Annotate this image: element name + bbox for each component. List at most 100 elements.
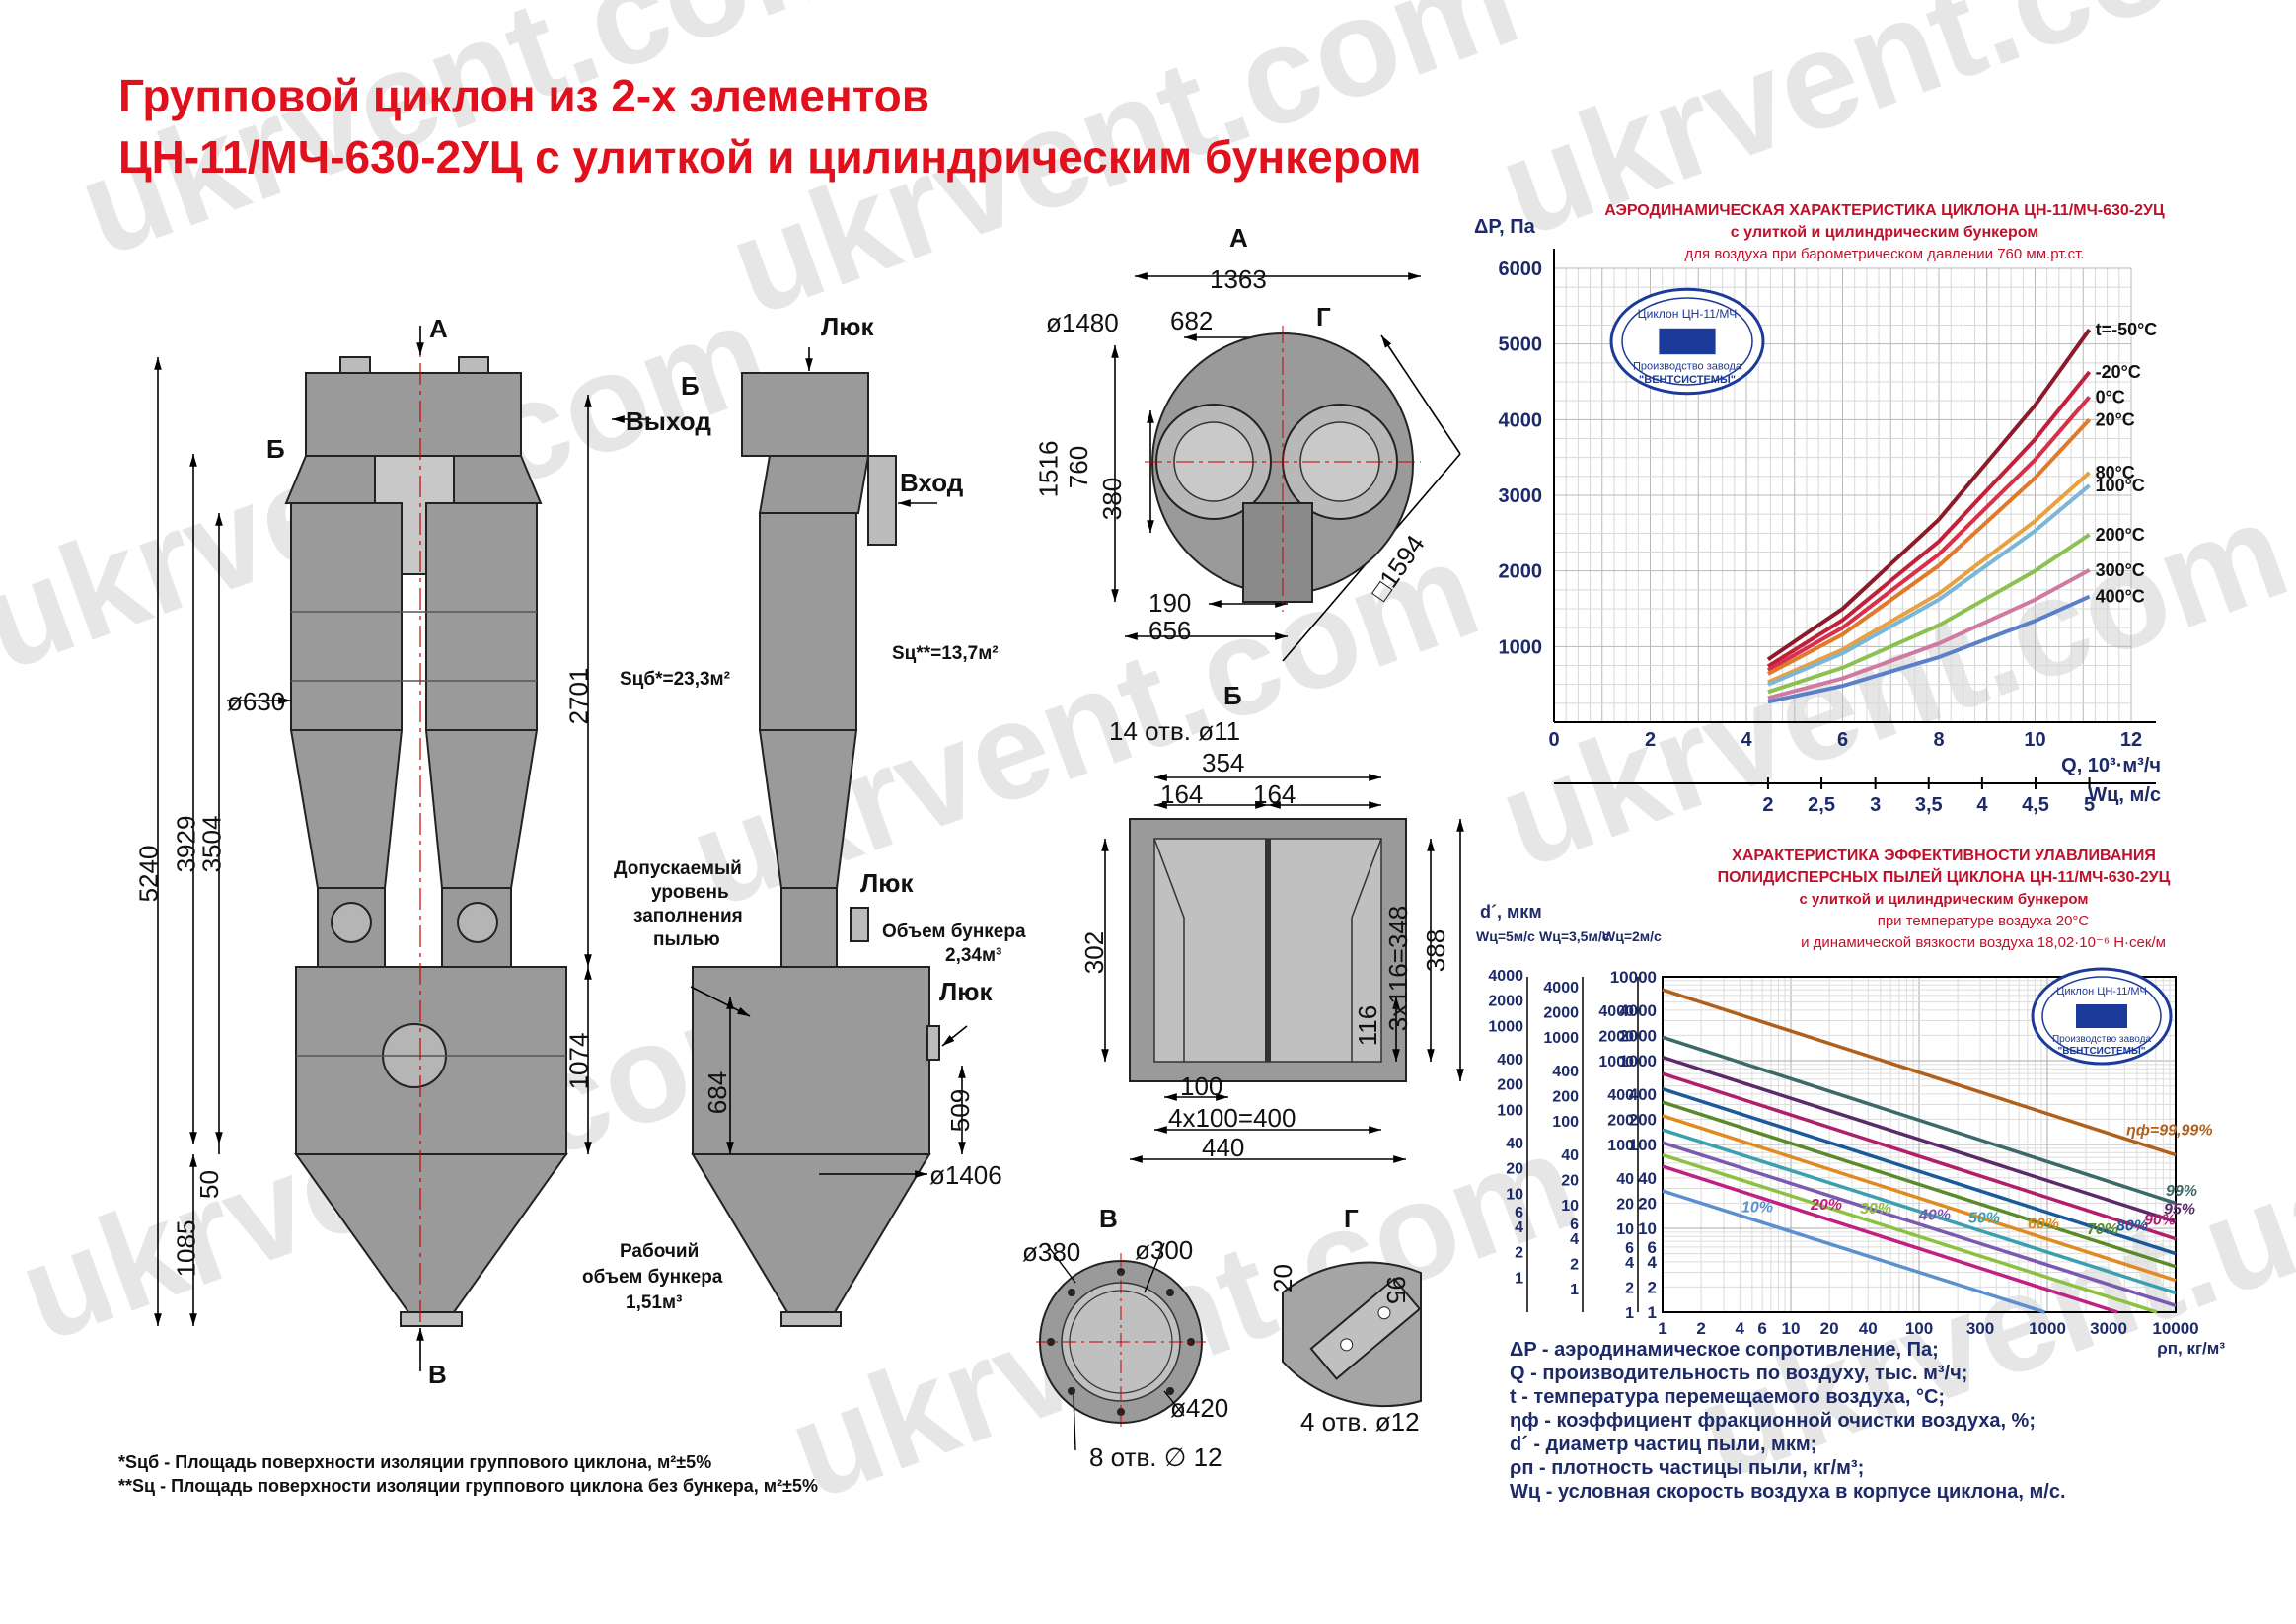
hatch-top-label: Люк xyxy=(821,312,874,341)
stamp-text: Производство завода xyxy=(2052,1034,2152,1045)
legend-line: ΔP - аэродинамическое сопротивление, Па; xyxy=(1510,1339,1939,1361)
series-label: 90% xyxy=(2144,1212,2176,1228)
aerodynamic-chart: АЭРОДИНАМИЧЕСКАЯ ХАРАКТЕРИСТИКА ЦИКЛОНА … xyxy=(1474,202,2165,816)
y-group-tick-label: 10 xyxy=(1561,1198,1579,1215)
series-line xyxy=(1662,1100,2177,1269)
series-label: 400°C xyxy=(2096,587,2145,607)
series-label: 40% xyxy=(1918,1208,1951,1224)
y-group-tick-label: 2000 xyxy=(1598,1028,1634,1045)
dim-diameter-380: ø380 xyxy=(1022,1237,1081,1267)
dim-1516: 1516 xyxy=(1033,440,1064,498)
x-tick-label: 40 xyxy=(1859,1319,1878,1338)
series-label: 100°C xyxy=(2096,476,2145,495)
view-a-arrow-label: А xyxy=(429,314,448,343)
x-tick-label: 20 xyxy=(1820,1319,1839,1338)
stamp-text: Циклон ЦН-11/МЧ xyxy=(2056,986,2147,997)
legend-line: t - температура перемещаемого воздуха, °… xyxy=(1510,1386,1946,1408)
dim-380: 380 xyxy=(1097,477,1128,521)
stamp-text: Циклон ЦН-11/МЧ xyxy=(1638,307,1738,321)
dim-440: 440 xyxy=(1202,1133,1245,1162)
y-tick-label: 1 xyxy=(1648,1303,1657,1322)
stamp-emblem xyxy=(1659,328,1716,355)
series-line xyxy=(1662,988,2177,1157)
series-line xyxy=(1767,417,2092,676)
series-line xyxy=(1662,1141,2177,1307)
dim-4x100: 4x100=400 xyxy=(1168,1103,1296,1133)
chart-legend: ΔP - аэродинамическое сопротивление, Па;… xyxy=(1510,1338,2066,1504)
factory-stamp: Циклон ЦН-11/МЧ Производство завода"ВЕНТС… xyxy=(2031,967,2173,1066)
view-a-title: А xyxy=(1229,223,1248,253)
dim-164-right: 164 xyxy=(1253,779,1296,809)
series-label: 200°C xyxy=(2096,525,2145,545)
view-v-title: В xyxy=(1099,1204,1118,1233)
dim-682: 682 xyxy=(1170,306,1214,335)
x2-tick-label: 2,5 xyxy=(1808,794,1835,816)
x2-tick-label: 5 xyxy=(2084,794,2095,816)
series-line xyxy=(1662,1071,2177,1241)
chart-title: АЭРОДИНАМИЧЕСКАЯ ХАРАКТЕРИСТИКА ЦИКЛОНА … xyxy=(1604,202,2165,219)
series-label: 10% xyxy=(1741,1199,1773,1216)
series-line xyxy=(1767,568,2091,701)
x-tick-label: 1 xyxy=(1658,1319,1666,1338)
y-axis-group-label: Wц=5м/с xyxy=(1476,928,1535,944)
x-tick-label: 10 xyxy=(1782,1319,1801,1338)
y-group-tick-label: 4 xyxy=(1625,1255,1634,1272)
y-group-tick-label: 4 xyxy=(1570,1231,1579,1248)
dim-diameter-1406: ø1406 xyxy=(929,1160,1002,1190)
chart-title: ХАРАКТЕРИСТИКА ЭФФЕКТИВНОСТИ УЛАВЛИВАНИЯ xyxy=(1732,848,2156,864)
y-group-tick-label: 400 xyxy=(1607,1087,1634,1104)
y-group-tick-label: 6 xyxy=(1515,1205,1523,1221)
dim-95: 95 xyxy=(1380,1276,1411,1304)
series-line xyxy=(1767,483,2091,687)
series-line xyxy=(1662,1055,2177,1223)
bunker-volume-note-2: 2,34м³ xyxy=(945,945,1002,966)
x-tick-label: 4 xyxy=(1741,729,1752,751)
y-tick-label: 6000 xyxy=(1499,258,1543,280)
series-line xyxy=(1662,1164,2118,1314)
y-tick-label: 40 xyxy=(1638,1169,1657,1188)
series-label: t=-50°C xyxy=(2096,320,2158,339)
dim-diameter-1480: ø1480 xyxy=(1046,308,1119,337)
dim-684: 684 xyxy=(703,1070,733,1115)
view-g-title: Г xyxy=(1344,1204,1359,1233)
cyclone-elevation-views xyxy=(154,326,968,1371)
y-group-tick-label: 1000 xyxy=(1598,1054,1634,1070)
y-tick-label: 3000 xyxy=(1499,485,1543,507)
surface-area-full: Sцб*=23,3м² xyxy=(620,669,730,690)
y-group-tick-label: 100 xyxy=(1497,1102,1523,1119)
y-group-tick-label: 4000 xyxy=(1598,1003,1634,1020)
fill-level-note-2: уровень xyxy=(651,882,729,903)
y-tick-label: 400 xyxy=(1629,1085,1657,1104)
y-tick-label: 10 xyxy=(1638,1219,1657,1238)
series-line xyxy=(1767,471,2091,685)
flange-g-view xyxy=(1282,1261,1422,1408)
outlet-label: Выход xyxy=(626,406,711,436)
x-tick-label: 2 xyxy=(1645,729,1656,751)
y-axis-group-label: Wц=3,5м/с xyxy=(1539,928,1610,944)
y-group-tick-label: 40 xyxy=(1616,1171,1634,1188)
view-v-arrow-label: В xyxy=(428,1360,447,1389)
series-label: 50% xyxy=(1968,1211,2000,1227)
x-tick-label: 6 xyxy=(1757,1319,1766,1338)
stamp-text: "ВЕНТСИСТЕМЫ" xyxy=(2058,1046,2146,1057)
y-group-tick-label: 1 xyxy=(1625,1305,1634,1322)
y-tick-label: 10000 xyxy=(1610,968,1657,987)
x-tick-label: 1000 xyxy=(2029,1319,2066,1338)
dim-diameter-300: ø300 xyxy=(1135,1235,1194,1265)
stamp-text: "ВЕНТСИСТЕМЫ" xyxy=(1639,374,1736,386)
y-axis-label: ΔP, Па xyxy=(1474,216,1536,238)
dim-509: 509 xyxy=(945,1088,976,1133)
x-tick-label: 6 xyxy=(1837,729,1848,751)
fill-level-note-3: заполнения xyxy=(633,906,743,926)
chart-subtitle: ПОЛИДИСПЕРСНЫХ ПЫЛЕЙ ЦИКЛОНА ЦН-11/МЧ-63… xyxy=(1718,867,2171,886)
y-group-tick-label: 100 xyxy=(1607,1138,1634,1154)
flange-v-holes: 8 отв. ∅ 12 xyxy=(1089,1442,1222,1472)
dim-1085: 1085 xyxy=(171,1219,201,1278)
y-tick-label: 5000 xyxy=(1499,334,1543,356)
y-tick-label: 20 xyxy=(1638,1194,1657,1213)
y-group-tick-label: 1 xyxy=(1515,1270,1523,1287)
y-tick-label: 100 xyxy=(1629,1136,1657,1154)
y-group-tick-label: 4000 xyxy=(1488,968,1523,985)
legend-line: Q - производительность по воздуху, тыс. … xyxy=(1510,1363,1968,1384)
dim-20: 20 xyxy=(1267,1264,1297,1292)
